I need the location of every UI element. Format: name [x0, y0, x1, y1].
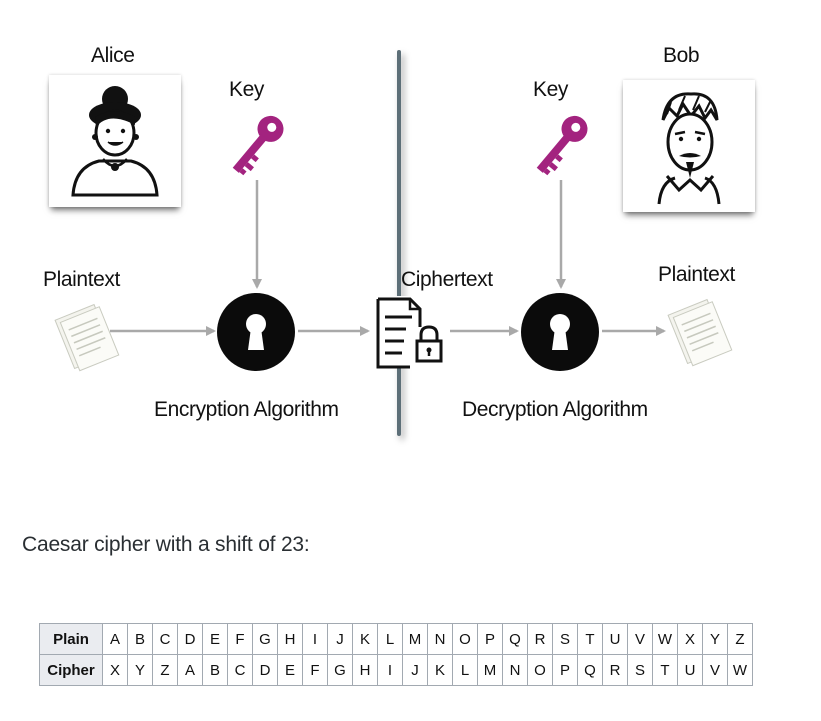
cipher-letter-cell: Y — [127, 654, 153, 686]
cipher-letter-cell: B — [202, 654, 228, 686]
cipher-letter-cell: A — [177, 654, 203, 686]
plain-letter-cell: F — [227, 623, 253, 655]
bob-label: Bob — [663, 44, 700, 67]
plain-letter-cell: S — [552, 623, 578, 655]
cipher-letter-cell: X — [102, 654, 128, 686]
plain-letter-cell: J — [327, 623, 353, 655]
cipher-letter-cell: M — [477, 654, 503, 686]
alice-avatar-icon — [71, 86, 159, 197]
plain-letter-cell: H — [277, 623, 303, 655]
cipher-letter-cell: U — [677, 654, 703, 686]
key-label-right: Key — [533, 78, 568, 101]
alice-card — [49, 75, 181, 207]
plain-letter-cell: O — [452, 623, 478, 655]
cipher-letter-cell: P — [552, 654, 578, 686]
ciphertext-document-lock-icon — [376, 297, 443, 369]
encryption-lock-icon — [217, 293, 295, 371]
cipher-letter-cell: N — [502, 654, 528, 686]
plain-letter-cell: Q — [502, 623, 528, 655]
cipher-letter-cell: Z — [152, 654, 178, 686]
plain-letter-cell: K — [352, 623, 378, 655]
plain-letter-cell: X — [677, 623, 703, 655]
encryption-algorithm-label: Encryption Algorithm — [154, 398, 339, 421]
key-label-left: Key — [229, 78, 264, 101]
bob-avatar-icon — [657, 92, 721, 205]
plain-letter-cell: E — [202, 623, 228, 655]
cipher-letter-cell: Q — [577, 654, 603, 686]
alice-label: Alice — [91, 44, 135, 67]
cipher-letter-cell: D — [252, 654, 278, 686]
plain-letter-cell: T — [577, 623, 603, 655]
plain-letter-cell: N — [427, 623, 453, 655]
ciphertext-label: Ciphertext — [401, 268, 493, 291]
plaintext-document-icon-right — [667, 298, 733, 367]
plain-letter-cell: L — [377, 623, 403, 655]
cipher-letter-cell: J — [402, 654, 428, 686]
cipher-letter-cell: H — [352, 654, 378, 686]
bob-card — [623, 80, 755, 212]
cipher-letter-cell: L — [452, 654, 478, 686]
flow-arrows — [110, 180, 666, 336]
cipher-letter-cell: O — [527, 654, 553, 686]
cipher-letter-cell: F — [302, 654, 328, 686]
cipher-letter-cell: S — [627, 654, 653, 686]
plain-letter-cell: U — [602, 623, 628, 655]
cipher-letter-cell: K — [427, 654, 453, 686]
plain-letter-cell: P — [477, 623, 503, 655]
plain-letter-cell: A — [102, 623, 128, 655]
cipher-letter-cell: I — [377, 654, 403, 686]
cipher-letter-cell: T — [652, 654, 678, 686]
cipher-letter-cell: W — [727, 654, 753, 686]
plaintext-label-left: Plaintext — [43, 268, 120, 291]
cipher-letter-cell: C — [227, 654, 253, 686]
channel-divider — [397, 50, 401, 436]
plain-letter-cell: D — [177, 623, 203, 655]
decryption-algorithm-label: Decryption Algorithm — [462, 398, 648, 421]
plain-letter-cell: G — [252, 623, 278, 655]
key-icon-left — [232, 115, 284, 176]
plain-letter-cell: W — [652, 623, 678, 655]
cipher-letter-cell: V — [702, 654, 728, 686]
plain-letter-cell: Y — [702, 623, 728, 655]
plaintext-document-icon-left — [54, 303, 120, 372]
plain-letter-cell: B — [127, 623, 153, 655]
cipher-letter-cell: G — [327, 654, 353, 686]
cipher-row-header: Cipher — [39, 654, 103, 686]
cipher-letter-cell: R — [602, 654, 628, 686]
cipher-letter-cell: E — [277, 654, 303, 686]
plaintext-label-right: Plaintext — [658, 263, 735, 286]
decryption-lock-icon — [521, 293, 599, 371]
plain-letter-cell: C — [152, 623, 178, 655]
plain-letter-cell: Z — [727, 623, 753, 655]
plain-letter-cell: V — [627, 623, 653, 655]
key-icon-right — [536, 115, 588, 176]
plain-row-header: Plain — [39, 623, 103, 655]
plain-letter-cell: I — [302, 623, 328, 655]
plain-letter-cell: M — [402, 623, 428, 655]
caesar-caption: Caesar cipher with a shift of 23: — [22, 533, 310, 556]
plain-letter-cell: R — [527, 623, 553, 655]
